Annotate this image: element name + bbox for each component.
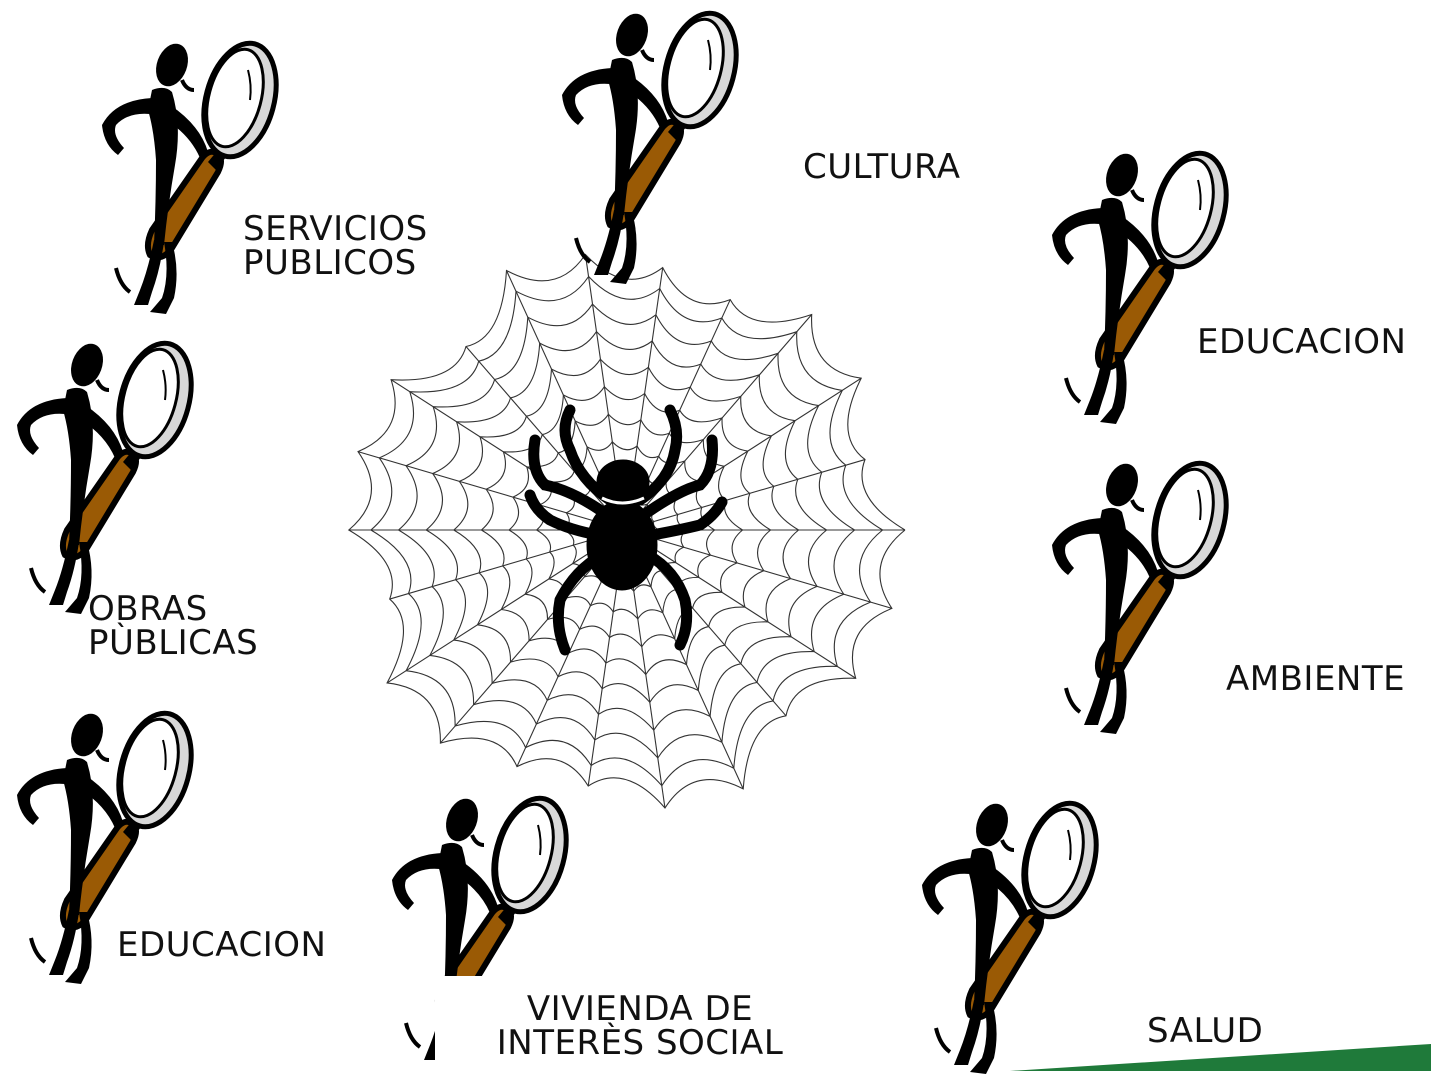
web-radial-thread (624, 314, 813, 531)
web-spiral-thread (397, 303, 855, 759)
web-radial-thread (357, 451, 626, 531)
detective-figure-bottom-left (5, 700, 195, 990)
detective-with-magnifying-glass-icon (392, 795, 569, 1069)
web-radial-thread (389, 529, 626, 600)
spider-leg (642, 434, 718, 518)
web-spiral-thread (347, 253, 906, 809)
spider-leg (559, 404, 616, 506)
web-spiral-thread (425, 330, 827, 732)
detective-figure-right-upper (1040, 140, 1230, 430)
green-stripe-shape (1010, 1044, 1431, 1071)
detective-figure-top-left (90, 30, 280, 320)
web-radial-thread (624, 459, 866, 531)
spider-leg (642, 549, 693, 651)
detective-with-magnifying-glass-icon (1052, 150, 1229, 424)
web-spiral-thread (480, 385, 771, 676)
label-ambiente: AMBIENTE (1226, 659, 1406, 699)
label-educacion-left: EDUCACION (117, 925, 327, 965)
detective-with-magnifying-glass-icon (1052, 460, 1229, 734)
spider-body (586, 499, 658, 591)
spider-leg (646, 496, 728, 541)
label-servicios-publicos: SERVICIOS PUBLICOS (243, 209, 428, 283)
web-radial-thread (386, 529, 626, 684)
spider-head (596, 459, 650, 505)
spider-leg (552, 549, 608, 656)
label-educacion-right: EDUCACION (1197, 322, 1407, 362)
label-obras-publicas: OBRAS PÙBLICAS (88, 589, 259, 663)
detective-figure-bottom-right (910, 790, 1100, 1080)
spider-web (347, 253, 906, 809)
label-vivienda-interes-social: VIVIENDA DE INTERÈS SOCIAL (496, 989, 784, 1063)
label-background (435, 976, 815, 1071)
web-radial-thread (465, 346, 626, 531)
detective-with-magnifying-glass-icon (102, 40, 279, 314)
detective-with-magnifying-glass-icon (17, 340, 194, 614)
spider-leg (634, 404, 683, 506)
detective-with-magnifying-glass-icon (17, 710, 194, 984)
detective-figure-top-center (550, 0, 740, 290)
detective-with-magnifying-glass-icon (922, 800, 1099, 1074)
web-spiral-thread (535, 440, 715, 620)
web-spiral-thread (369, 275, 883, 787)
detective-figure-left-middle (5, 330, 195, 620)
web-radial-thread (624, 529, 857, 679)
spider-leg (528, 434, 606, 516)
spider-icon (524, 404, 728, 656)
detective-figure-right-lower (1040, 450, 1230, 740)
label-cultura: CULTURA (803, 147, 961, 187)
spider-leg (524, 489, 604, 541)
spider-neck-mark (601, 496, 645, 505)
detective-with-magnifying-glass-icon (562, 10, 739, 284)
detective-figure-bottom-center (380, 785, 570, 1075)
web-radial-thread (624, 529, 893, 609)
label-salud: SALUD (1147, 1011, 1264, 1051)
green-corner-stripe (1010, 1044, 1431, 1071)
web-spiral-thread (452, 358, 799, 704)
